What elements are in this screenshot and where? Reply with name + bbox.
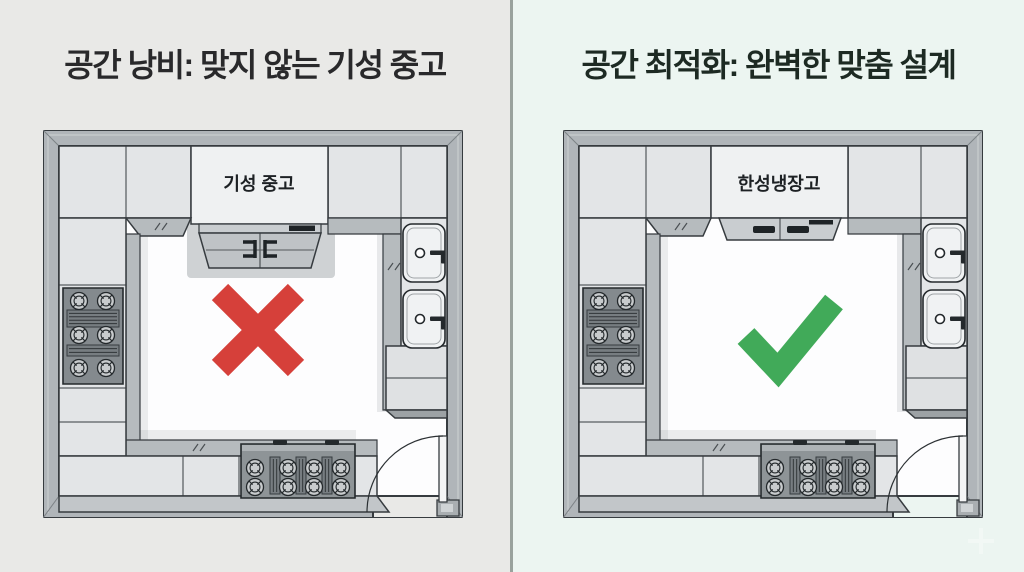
refrigerator-label: 기성 중고 (223, 174, 294, 194)
faucet (430, 316, 446, 330)
after-title: 공간 최적화: 완벽한 맞춤 설계 (581, 47, 958, 83)
faucet (430, 250, 446, 264)
sink-drain (934, 247, 946, 259)
sink-2 (402, 289, 446, 349)
panel-divider (510, 0, 513, 572)
sink-2 (922, 289, 966, 349)
faucet (950, 316, 966, 330)
door-swing (886, 435, 979, 516)
faucet (950, 250, 966, 264)
sink-1 (402, 223, 446, 283)
shadows (646, 222, 907, 442)
before-title: 공간 낭비: 맞지 않는 기성 중고 (64, 47, 447, 83)
sink-drain (934, 313, 946, 325)
refrigerator: 기성 중고 (191, 146, 328, 268)
bottom-range (241, 440, 355, 498)
left-range (583, 288, 643, 384)
panel-after: 공간 최적화: 완벽한 맞춤 설계 한성냉장고 (513, 0, 1024, 572)
floor-plan-before: 기성 중고 (43, 130, 463, 518)
check-icon (737, 294, 843, 388)
door-arc (366, 435, 444, 513)
floor-plan-after: 한성냉장고 (563, 130, 983, 518)
panel-before: 공간 낭비: 맞지 않는 기성 중고 기성 중고 (0, 0, 510, 572)
sparkle-watermark (968, 528, 994, 554)
sink-drain (414, 247, 426, 259)
upper-cabinets (579, 146, 967, 218)
door-swing (366, 435, 459, 516)
bottom-range (761, 440, 875, 498)
refrigerator: 한성냉장고 (711, 146, 848, 240)
sink-drain (414, 313, 426, 325)
door-arc (886, 435, 964, 513)
refrigerator-label: 한성냉장고 (738, 174, 821, 194)
sink-1 (922, 223, 966, 283)
x-icon (211, 283, 305, 377)
left-range (63, 288, 123, 384)
